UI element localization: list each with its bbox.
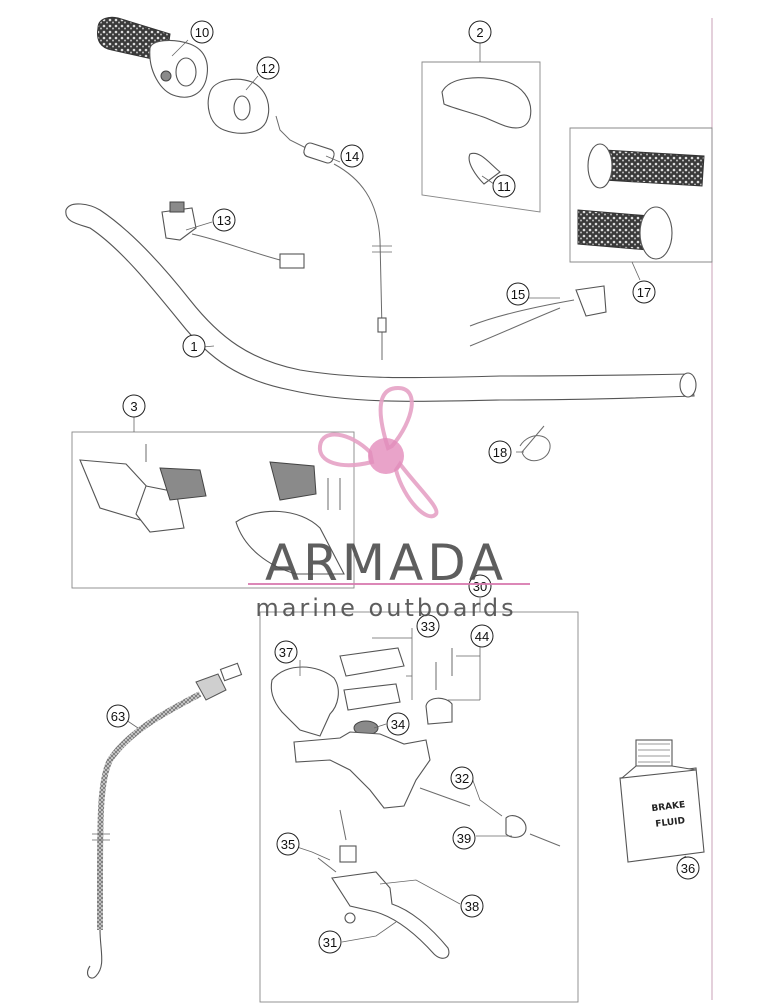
callout-38: 38 [460,894,484,918]
callout-30: 30 [468,574,492,598]
throttle-cover [207,78,270,134]
callout-15: 15 [506,282,530,306]
svg-text:33: 33 [421,619,435,634]
callout-10: 10 [190,20,214,44]
callout-18: 18 [488,440,512,464]
brake-hose [87,662,243,979]
brake-fluid-bottle: BRAKE FLUID [619,739,705,863]
svg-text:10: 10 [195,25,209,40]
callout-34: 34 [386,712,410,736]
callout-14: 14 [340,144,364,168]
watermark-brand: ARMADA [265,534,507,592]
svg-text:38: 38 [465,899,479,914]
svg-text:30: 30 [473,579,487,594]
svg-text:14: 14 [345,149,359,164]
svg-text:36: 36 [681,861,695,876]
cable-tie [519,425,551,462]
handlebar-cap-group [421,61,541,213]
watermark-logo: ARMADA marine outboards [248,385,530,622]
callout-37: 37 [274,640,298,664]
watermark-tagline: marine outboards [255,594,516,622]
svg-text:11: 11 [497,179,511,194]
callout-35: 35 [276,832,300,856]
svg-text:31: 31 [323,935,337,950]
kill-switch [161,201,305,269]
grips-group [569,127,713,263]
svg-text:32: 32 [455,771,469,786]
svg-text:37: 37 [279,645,293,660]
svg-text:34: 34 [391,717,405,732]
brake-master-cylinder-group [259,611,579,1003]
svg-text:63: 63 [111,709,125,724]
callout-32: 32 [450,766,474,790]
svg-text:15: 15 [511,287,525,302]
svg-text:13: 13 [217,213,231,228]
fluid-label-line2: FLUID [655,816,686,830]
callout-3: 3 [122,394,146,418]
callout-63: 63 [106,704,130,728]
callout-12: 12 [256,56,280,80]
throttle-grip [97,16,208,98]
svg-text:2: 2 [476,25,483,40]
fluid-label-line1: BRAKE [651,800,686,814]
callout-31: 31 [318,930,342,954]
svg-text:12: 12 [261,61,275,76]
callout-36: 36 [676,856,700,880]
propeller-icon [317,385,439,519]
svg-text:3: 3 [130,399,137,414]
callout-17: 17 [632,280,656,304]
throttle-cable [275,115,392,360]
callout-1: 1 [182,334,206,358]
start-switch [469,285,607,347]
svg-text:18: 18 [493,445,507,460]
callout-33: 33 [416,614,440,638]
callout-39: 39 [452,826,476,850]
svg-text:39: 39 [457,831,471,846]
callout-13: 13 [212,208,236,232]
callout-44: 44 [470,624,494,648]
handlebar [65,203,697,402]
callout-2: 2 [468,20,492,44]
callout-11: 11 [492,174,516,198]
svg-text:35: 35 [281,837,295,852]
handguard-group [71,431,355,589]
svg-text:44: 44 [475,629,489,644]
svg-text:17: 17 [637,285,651,300]
svg-text:1: 1 [190,339,197,354]
